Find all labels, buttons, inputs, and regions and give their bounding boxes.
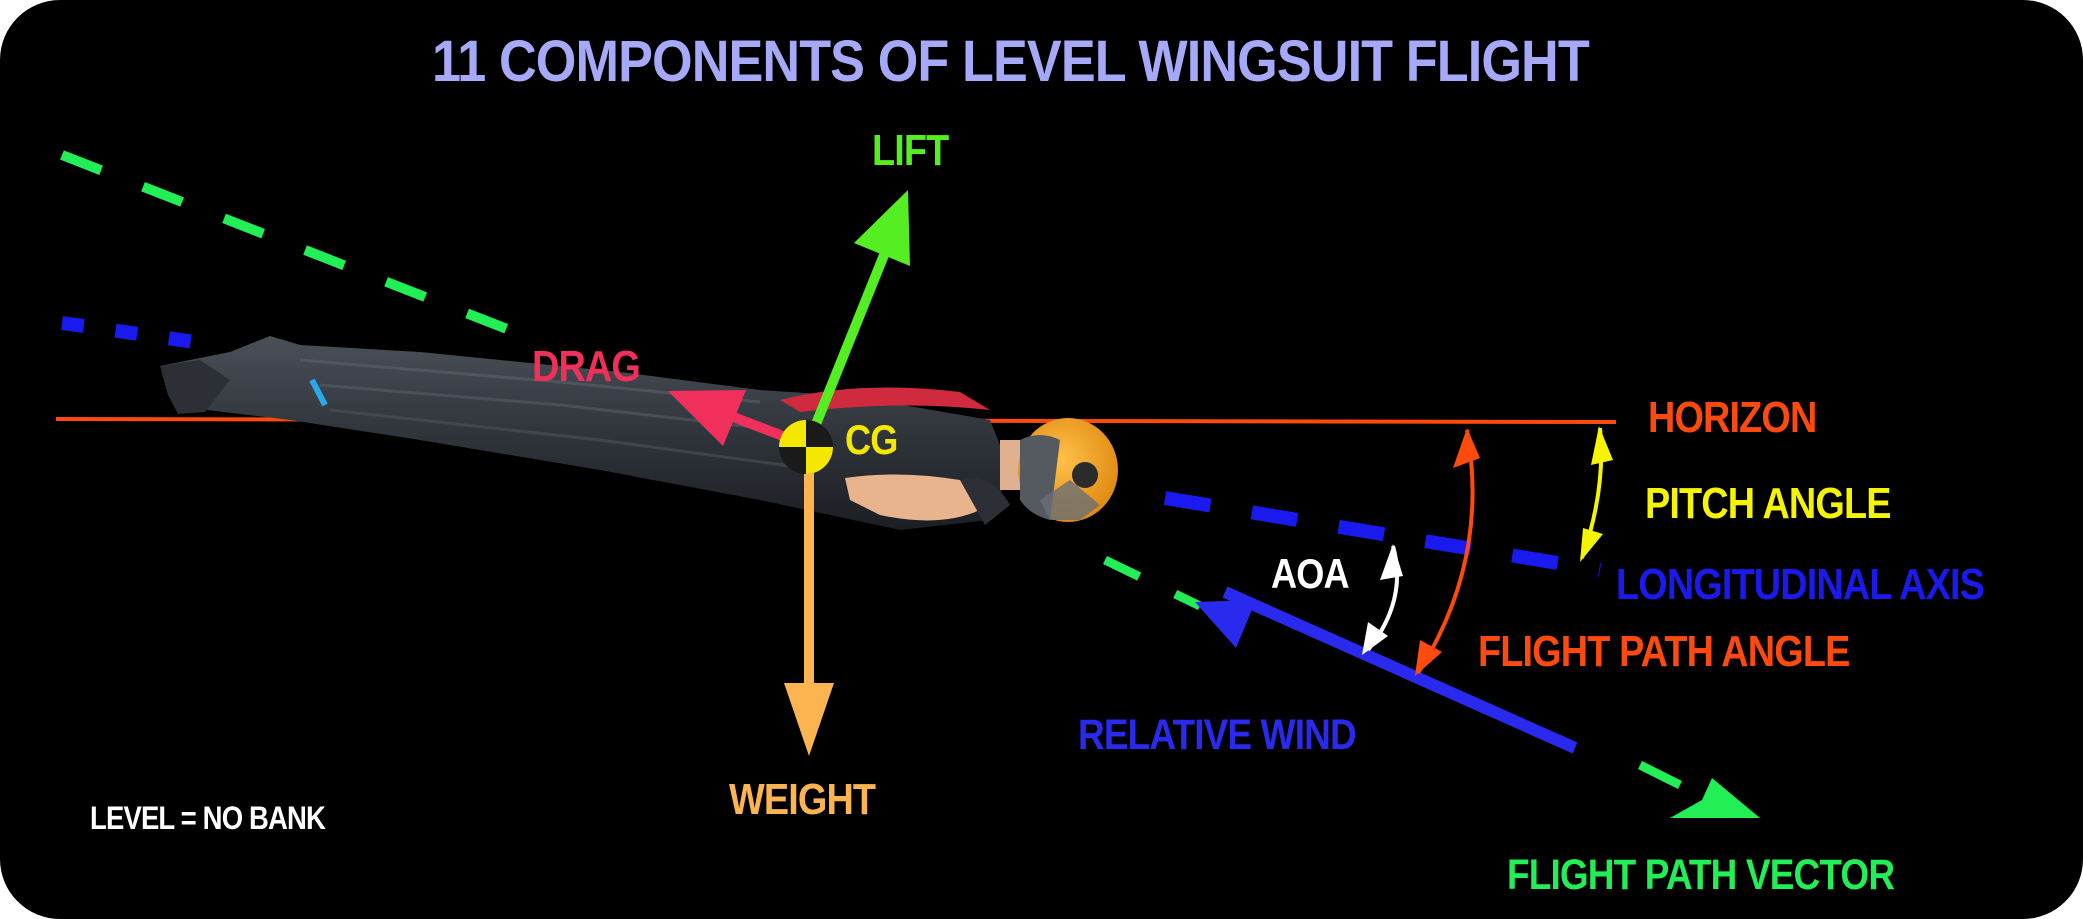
aoa-arc-arrow	[1362, 544, 1403, 655]
relative-wind-arrow	[1195, 586, 1578, 754]
diagram-title: 11 COMPONENTS OF LEVEL WINGSUIT FLIGHT	[432, 29, 1590, 94]
cg-label: CG	[845, 416, 898, 463]
lift-arrow	[811, 190, 910, 426]
weight-label: WEIGHT	[729, 775, 876, 824]
weight-arrow	[784, 470, 834, 756]
flight-path-angle-arc-arrow	[1415, 428, 1480, 676]
pitch-angle-label: PITCH ANGLE	[1645, 479, 1891, 528]
flight-path-vector-line-lower	[1103, 555, 1760, 818]
level-no-bank-note: LEVEL = NO BANK	[90, 800, 326, 836]
horizon-label: HORIZON	[1648, 393, 1817, 442]
flight-path-angle-label: FLIGHT PATH ANGLE	[1478, 627, 1850, 676]
longitudinal-axis-label: LONGITUDINAL AXIS	[1616, 560, 1985, 609]
cg-symbol	[779, 420, 833, 474]
longitudinal-axis-line-left	[61, 316, 196, 349]
drag-arrow	[668, 390, 790, 446]
flight-path-vector-line-upper	[60, 150, 532, 343]
flight-path-vector-arrowhead	[1670, 778, 1760, 818]
lift-label: LIFT	[872, 126, 949, 175]
wingsuit-flyer-figure	[160, 336, 1118, 530]
flight-path-vector-label: FLIGHT PATH VECTOR	[1507, 851, 1895, 899]
drag-label: DRAG	[532, 342, 641, 391]
aoa-label: AOA	[1271, 550, 1350, 597]
pitch-angle-arc-arrow	[1580, 426, 1613, 562]
relative-wind-label: RELATIVE WIND	[1078, 711, 1357, 759]
longitudinal-axis-line-right	[1163, 491, 1602, 577]
